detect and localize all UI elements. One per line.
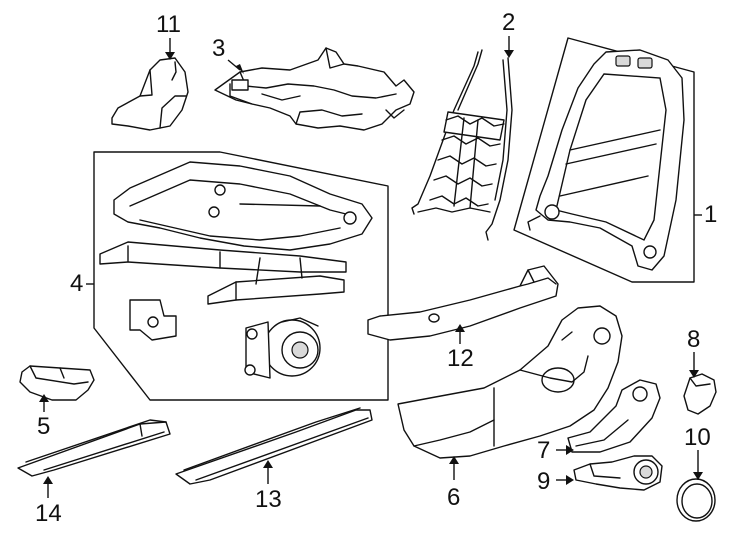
- part-3-seat-pan: [214, 47, 415, 131]
- callout-7: 7: [537, 437, 551, 464]
- callout-14: 14: [35, 500, 62, 527]
- callout-12: 12: [447, 345, 474, 372]
- callout-3: 3: [212, 35, 226, 62]
- leader-lines: [39, 36, 703, 498]
- part-10-cap: [676, 478, 716, 522]
- part-6-side-shield: [397, 305, 623, 459]
- part-12-trim-panel: [367, 265, 559, 341]
- part-9-handle: [573, 455, 663, 491]
- callout-2: 2: [502, 9, 516, 36]
- part-2-spring-panel: [411, 49, 513, 241]
- part-4-seat-adjuster: [93, 151, 389, 401]
- part-1-seat-back-frame: [513, 37, 695, 283]
- callout-9: 9: [537, 468, 551, 495]
- callout-10: 10: [684, 424, 711, 451]
- callout-8: 8: [687, 326, 701, 353]
- part-11-trim-cover: [111, 57, 189, 131]
- callout-1: 1: [704, 201, 718, 228]
- part-7-lever: [567, 379, 661, 453]
- part-5-handle: [19, 365, 95, 401]
- callout-13: 13: [255, 486, 282, 513]
- callout-6: 6: [447, 484, 461, 511]
- part-13-rail-cover: [175, 407, 373, 485]
- part-8-knob: [683, 373, 717, 415]
- callout-11: 11: [156, 11, 181, 38]
- part-14-rail-cover: [17, 419, 171, 477]
- callout-5: 5: [37, 413, 51, 440]
- callout-4: 4: [70, 270, 84, 297]
